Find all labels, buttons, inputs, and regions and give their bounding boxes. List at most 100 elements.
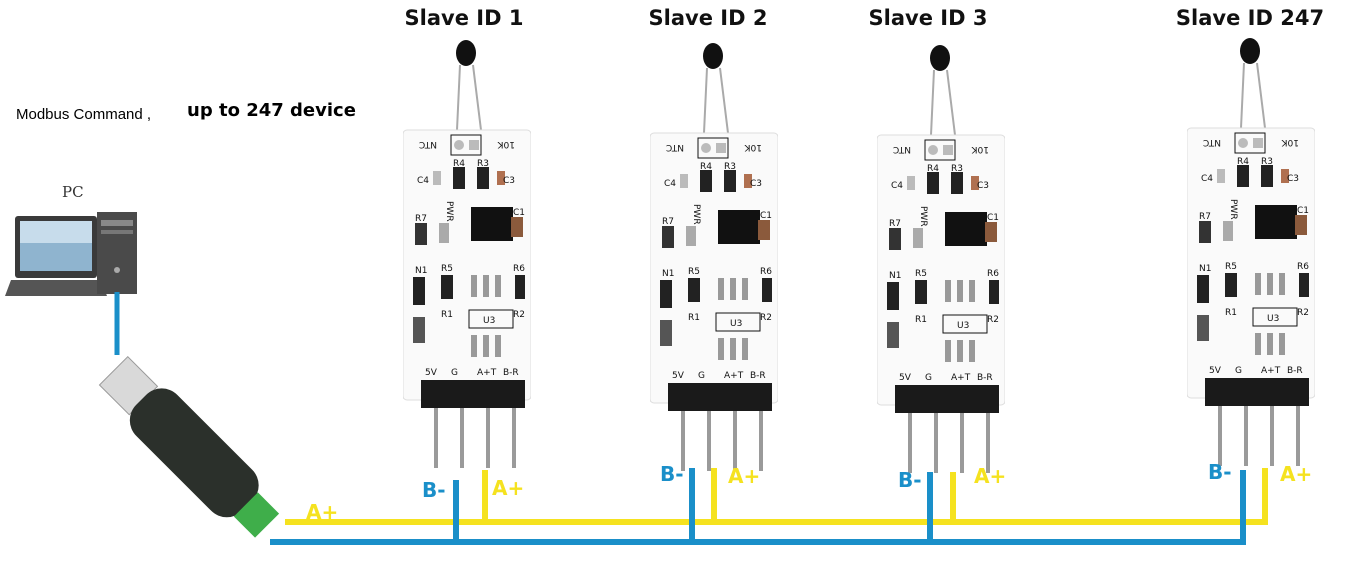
ic-chip — [945, 212, 987, 246]
svg-text:C4: C4 — [417, 176, 429, 186]
ntc-thermistor-icon — [930, 45, 956, 136]
pin-label: G — [925, 373, 932, 383]
pin-label: A+T — [724, 371, 744, 381]
pin-label: A+T — [1261, 366, 1281, 376]
pin-label: 5V — [899, 373, 912, 383]
svg-text:R2: R2 — [987, 315, 999, 325]
pin-label: 5V — [425, 368, 438, 378]
svg-text:R2: R2 — [513, 310, 525, 320]
svg-text:N1: N1 — [662, 269, 674, 279]
svg-text:R5: R5 — [915, 269, 927, 279]
svg-text:N1: N1 — [415, 266, 427, 276]
pc-label: PC — [62, 183, 84, 201]
svg-text:U3: U3 — [1267, 314, 1279, 324]
pin-label: B-R — [750, 371, 766, 381]
svg-text:C3: C3 — [977, 181, 989, 191]
b-minus-label: B- — [422, 478, 446, 502]
slave-title: Slave ID 1 — [404, 6, 524, 30]
adapter-a-plus-label: A+ — [306, 500, 339, 524]
svg-text:R1: R1 — [688, 313, 700, 323]
b-minus-label: B- — [1208, 460, 1232, 484]
svg-text:R6: R6 — [760, 267, 772, 277]
svg-text:R7: R7 — [662, 217, 674, 227]
svg-text:C4: C4 — [664, 179, 676, 189]
svg-text:R4: R4 — [700, 162, 712, 172]
svg-text:C4: C4 — [1201, 174, 1213, 184]
ntc-silk: NTC — [419, 139, 437, 149]
svg-text:R3: R3 — [1261, 157, 1273, 167]
svg-text:U3: U3 — [957, 321, 969, 331]
b-minus-label: B- — [660, 462, 684, 486]
svg-text:C3: C3 — [503, 176, 515, 186]
svg-text:PWR: PWR — [918, 206, 928, 227]
svg-text:R2: R2 — [1297, 308, 1309, 318]
svg-text:C3: C3 — [750, 179, 762, 189]
a-plus-label: A+ — [974, 464, 1007, 488]
pin-label: G — [451, 368, 458, 378]
pc-computer-icon — [5, 212, 137, 296]
svg-text:R3: R3 — [477, 159, 489, 169]
svg-text:PWR: PWR — [1228, 199, 1238, 220]
svg-text:C1: C1 — [987, 213, 999, 223]
pin-header — [421, 380, 525, 408]
svg-text:C1: C1 — [1297, 206, 1309, 216]
svg-text:R5: R5 — [1225, 262, 1237, 272]
ntc-thermistor-icon — [456, 40, 482, 131]
device-limit-label: up to 247 device — [187, 100, 356, 121]
ic-chip — [718, 210, 760, 244]
svg-text:R2: R2 — [760, 313, 772, 323]
pin-label: B-R — [1287, 366, 1303, 376]
svg-text:R1: R1 — [1225, 308, 1237, 318]
pin-header — [895, 385, 999, 413]
svg-text:R6: R6 — [987, 269, 999, 279]
pin-label: B-R — [977, 373, 993, 383]
svg-text:R1: R1 — [915, 315, 927, 325]
pcb-board — [649, 132, 779, 404]
svg-text:R6: R6 — [513, 264, 525, 274]
svg-text:R6: R6 — [1297, 262, 1309, 272]
svg-text:R5: R5 — [441, 264, 453, 274]
slave-title: Slave ID 2 — [648, 6, 768, 30]
10k-silk: 10K — [744, 142, 762, 152]
10k-silk: 10K — [971, 144, 989, 154]
a-plus-label: A+ — [1280, 462, 1313, 486]
slave-title: Slave ID 3 — [868, 6, 988, 30]
pin-label: G — [698, 371, 705, 381]
svg-text:C3: C3 — [1287, 174, 1299, 184]
pin-label: A+T — [951, 373, 971, 383]
svg-text:C4: C4 — [891, 181, 903, 191]
b-minus-label: B- — [898, 468, 922, 492]
svg-text:R7: R7 — [889, 219, 901, 229]
ntc-silk: NTC — [666, 142, 684, 152]
svg-text:PWR: PWR — [691, 204, 701, 225]
svg-text:R7: R7 — [415, 214, 427, 224]
ntc-silk: NTC — [1203, 137, 1221, 147]
pin-label: A+T — [477, 368, 497, 378]
svg-text:C1: C1 — [513, 208, 525, 218]
modbus-command-label: Modbus Command , — [16, 106, 152, 123]
svg-text:N1: N1 — [889, 271, 901, 281]
svg-text:R4: R4 — [1237, 157, 1249, 167]
a-plus-label: A+ — [492, 476, 525, 500]
svg-text:U3: U3 — [483, 316, 495, 326]
usb-rs485-adapter-icon — [98, 355, 280, 538]
svg-text:PWR: PWR — [444, 201, 454, 222]
svg-text:R7: R7 — [1199, 212, 1211, 222]
pin-label: G — [1235, 366, 1242, 376]
pin-header — [668, 383, 772, 411]
pcb-board — [402, 129, 532, 401]
svg-text:C1: C1 — [760, 211, 772, 221]
ic-chip — [471, 207, 513, 241]
pin-label: 5V — [672, 371, 685, 381]
ntc-silk: NTC — [893, 144, 911, 154]
svg-text:R5: R5 — [688, 267, 700, 277]
pcb-board — [1186, 127, 1316, 399]
svg-text:R4: R4 — [927, 164, 939, 174]
svg-text:N1: N1 — [1199, 264, 1211, 274]
svg-text:R3: R3 — [951, 164, 963, 174]
